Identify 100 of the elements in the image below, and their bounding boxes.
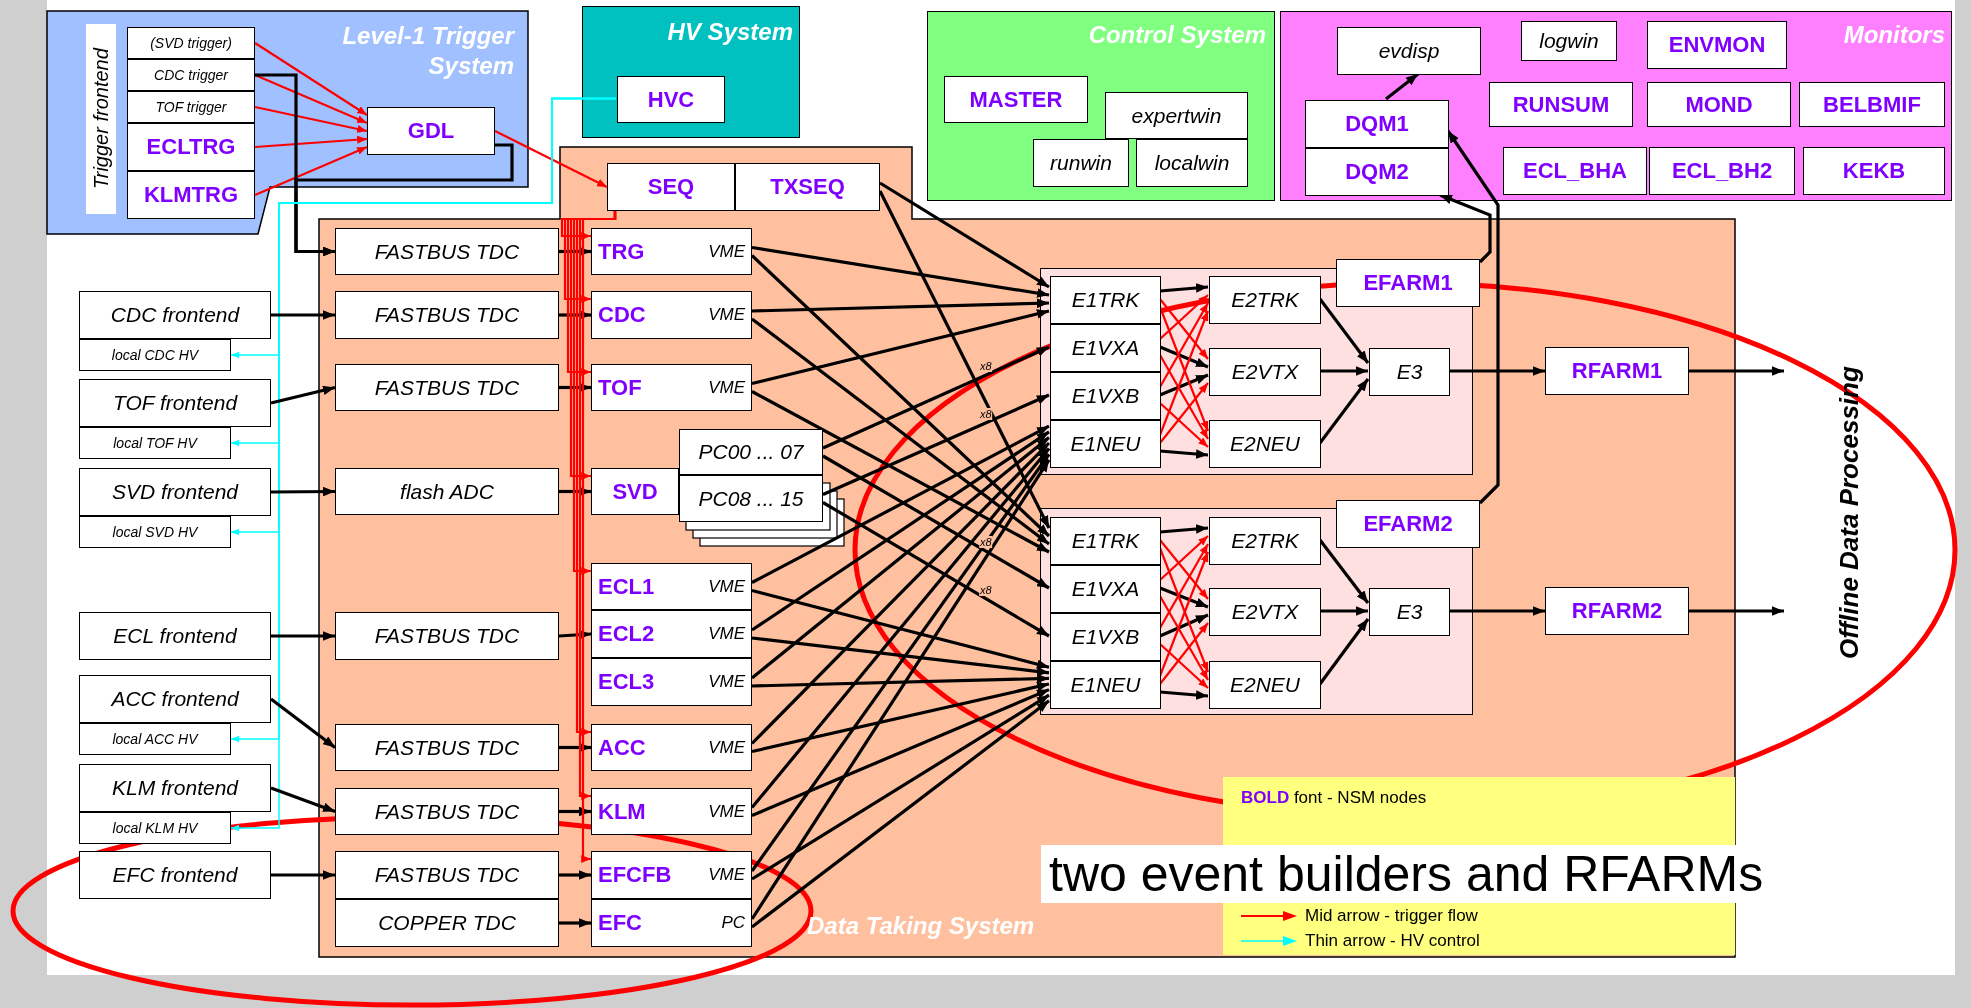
bus-label: VME bbox=[708, 305, 745, 325]
module-box: MOND bbox=[1647, 82, 1791, 127]
system-panel bbox=[47, 11, 528, 234]
arrow bbox=[750, 447, 1051, 809]
arrow bbox=[1159, 613, 1209, 638]
module-box: RFARM2 bbox=[1545, 587, 1689, 635]
arrow bbox=[581, 211, 617, 863]
arrow bbox=[751, 424, 1050, 584]
module-name: ECL1 bbox=[598, 573, 655, 600]
arrow bbox=[751, 436, 1050, 680]
arrow bbox=[822, 454, 1050, 590]
arrow bbox=[559, 486, 591, 497]
arrow bbox=[822, 393, 1050, 496]
module-box: localwin bbox=[1136, 139, 1248, 187]
bus-label: VME bbox=[708, 377, 745, 398]
arrow bbox=[270, 385, 336, 405]
arrow bbox=[559, 742, 591, 753]
arrow bbox=[1159, 524, 1209, 534]
arrow bbox=[1385, 72, 1419, 101]
module-name: ECL2 bbox=[598, 621, 655, 647]
module-box: KLMTRG bbox=[127, 171, 255, 219]
module-box: TOF trigger bbox=[127, 91, 255, 123]
module-box: EFC frontend bbox=[79, 851, 271, 899]
arrow bbox=[1159, 298, 1209, 360]
module-box: FASTBUS TDC bbox=[335, 364, 559, 411]
arrow bbox=[1689, 366, 1784, 376]
module-box: HVC bbox=[617, 76, 725, 123]
module-box: ECLTRG bbox=[127, 123, 255, 171]
arrow bbox=[1159, 595, 1209, 681]
module-box: CDC frontend bbox=[79, 291, 271, 339]
module-box: CDC trigger bbox=[127, 59, 255, 91]
bus-label: VME bbox=[708, 672, 745, 692]
module-box: ECL_BHA bbox=[1503, 147, 1647, 195]
module-box: KLM frontend bbox=[79, 764, 271, 812]
arrow bbox=[271, 870, 335, 880]
arrow bbox=[270, 786, 336, 813]
arrow bbox=[558, 629, 592, 640]
module-box: E2TRK bbox=[1209, 276, 1321, 324]
legend-text: BOLD font - NSM nodes bbox=[1241, 788, 1427, 808]
farm-box bbox=[1040, 268, 1473, 475]
arrow bbox=[494, 130, 608, 188]
arrow bbox=[1159, 539, 1209, 600]
crate-box bbox=[591, 364, 752, 411]
bus-label: VME bbox=[708, 737, 745, 758]
module-name: TOF bbox=[598, 374, 642, 401]
module-box: ECL_BH2 bbox=[1649, 147, 1795, 195]
system-panel bbox=[927, 11, 1275, 201]
module-box: DQM2 bbox=[1305, 148, 1449, 196]
module-box: SVD bbox=[591, 468, 679, 515]
crate-box bbox=[591, 291, 752, 339]
module-box: E1NEU bbox=[1050, 420, 1161, 468]
arrow bbox=[751, 298, 1050, 313]
arrow bbox=[559, 870, 591, 880]
arrow bbox=[751, 688, 1050, 817]
crate-box bbox=[591, 658, 752, 706]
module-box: runwin bbox=[1033, 139, 1129, 187]
arrow bbox=[751, 681, 1050, 754]
crate-box bbox=[591, 788, 752, 835]
arrow bbox=[1318, 539, 1370, 604]
arrow bbox=[751, 636, 1050, 677]
module-box: PC00 ... 07 bbox=[679, 429, 823, 475]
module-box: E2VTX bbox=[1209, 348, 1321, 396]
arrow bbox=[559, 806, 591, 817]
arrow bbox=[751, 430, 1050, 632]
module-name: KLM bbox=[598, 798, 646, 825]
arrow bbox=[271, 310, 335, 320]
arrow bbox=[751, 699, 1050, 929]
panel-title: Data Taking System bbox=[807, 911, 1036, 941]
module-box: local KLM HV bbox=[79, 812, 231, 844]
arrow bbox=[1159, 402, 1209, 448]
arrow bbox=[559, 918, 591, 928]
module-name: ACC bbox=[598, 734, 646, 761]
arrow bbox=[1318, 378, 1370, 444]
module-box: E2VTX bbox=[1209, 588, 1321, 636]
arrow bbox=[750, 254, 1051, 538]
module-box: E1VXA bbox=[1050, 324, 1161, 372]
arrow bbox=[1320, 366, 1368, 376]
arrow bbox=[1159, 449, 1209, 459]
legend-text: Thin arrow - HV control bbox=[1305, 931, 1480, 951]
arrow bbox=[559, 382, 591, 393]
arrow bbox=[1159, 543, 1209, 629]
module-box: E1NEU bbox=[1050, 661, 1161, 709]
bus-label: VME bbox=[708, 576, 745, 597]
arrow bbox=[271, 631, 335, 641]
arrow bbox=[254, 42, 368, 116]
module-box: expertwin bbox=[1105, 92, 1248, 139]
module-box: SVD frontend bbox=[79, 468, 271, 516]
arrow bbox=[751, 390, 1050, 554]
module-box: local CDC HV bbox=[79, 339, 231, 371]
arrow bbox=[1159, 294, 1209, 340]
module-box: (SVD trigger) bbox=[127, 27, 255, 59]
arrow bbox=[751, 673, 1050, 688]
crate-box bbox=[591, 228, 752, 275]
system-panel bbox=[1280, 11, 1952, 201]
bus-label: VME bbox=[708, 865, 745, 885]
module-box: RUNSUM bbox=[1489, 82, 1633, 127]
crate-box bbox=[591, 724, 752, 771]
module-name: EFCFB bbox=[598, 862, 672, 888]
crate-box bbox=[591, 899, 752, 947]
bus-label: VME bbox=[708, 241, 745, 262]
